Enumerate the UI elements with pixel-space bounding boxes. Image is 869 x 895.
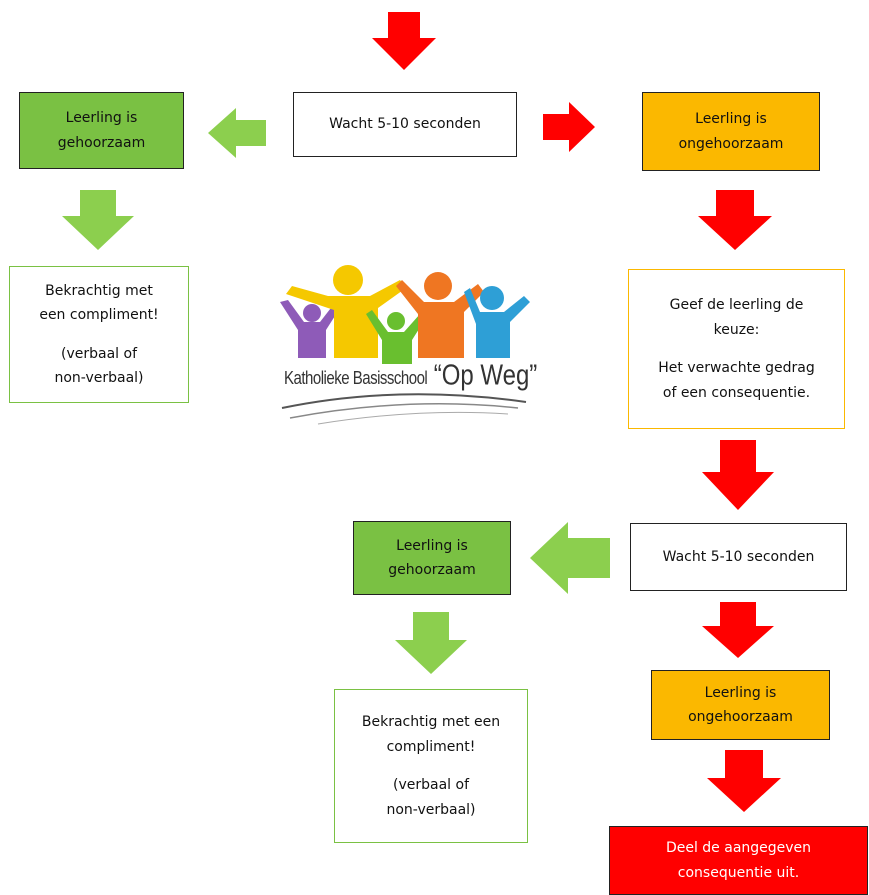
- consequence-box: Deel de aangegeven consequentie uit.: [609, 826, 868, 895]
- arrow-down-green-1: [62, 190, 134, 250]
- choice-box-option-2: of een consequentie.: [662, 384, 811, 401]
- obedient-box-2: Leerling is gehoorzaam: [353, 521, 511, 595]
- praise-box-2: Bekrachtig met een compliment! (verbaal …: [334, 689, 528, 843]
- consequence-box-line-1: Deel de aangegeven: [665, 840, 812, 856]
- wait-box-2-text: Wacht 5-10 seconden: [662, 548, 815, 565]
- praise-box-1: Bekrachtig met een compliment! (verbaal …: [9, 266, 189, 403]
- disobedient-box-1-line-1: Leerling is: [695, 111, 767, 127]
- disobedient-box-1-line-2: ongehoorzaam: [678, 135, 784, 152]
- praise-box-2-line-1: Bekrachtig met een: [361, 714, 501, 730]
- praise-box-1-line-2: een compliment!: [39, 307, 159, 323]
- arrow-left-green-2: [530, 522, 610, 594]
- logo-figures-icon: [280, 265, 530, 425]
- wait-box-1: Wacht 5-10 seconden: [293, 92, 517, 157]
- wait-box-2: Wacht 5-10 seconden: [630, 523, 847, 591]
- arrow-down-red-3: [702, 602, 774, 658]
- obedient-box-1: Leerling is gehoorzaam: [19, 92, 184, 169]
- arrow-down-red-2: [702, 440, 774, 510]
- disobedient-box-1: Leerling is ongehoorzaam: [642, 92, 820, 171]
- praise-box-2-note-2: non-verbaal): [386, 801, 476, 818]
- choice-box-option-1: Het verwachte gedrag: [658, 360, 815, 376]
- choice-box: Geef de leerling de keuze: Het verwachte…: [628, 269, 845, 429]
- wait-box-1-text: Wacht 5-10 seconden: [329, 116, 481, 133]
- praise-box-2-note-1: (verbaal of: [393, 777, 469, 793]
- arrow-down-red-4: [707, 750, 781, 812]
- praise-box-1-note-2: non-verbaal): [54, 370, 144, 386]
- disobedient-box-2-line-2: ongehoorzaam: [688, 709, 793, 725]
- choice-box-intro-1: Geef de leerling de: [669, 297, 804, 313]
- praise-box-2-line-2: compliment!: [386, 738, 476, 755]
- logo-school-label: Katholieke Basisschool “Op Weg”: [284, 359, 540, 392]
- obedient-box-2-line-2: gehoorzaam: [388, 562, 476, 578]
- obedient-box-1-line-1: Leerling is: [65, 110, 138, 126]
- arrow-left-green-1: [208, 108, 266, 158]
- school-logo: Katholieke Basisschool “Op Weg”: [278, 262, 540, 430]
- obedient-box-1-line-2: gehoorzaam: [57, 134, 146, 151]
- arrow-right-red-1: [543, 102, 595, 152]
- consequence-box-line-2: consequentie uit.: [677, 864, 800, 881]
- praise-box-1-note-1: (verbaal of: [61, 345, 137, 362]
- arrow-down-red-1: [698, 190, 772, 250]
- arrow-down-red-top: [372, 12, 436, 70]
- disobedient-box-2: Leerling is ongehoorzaam: [651, 670, 830, 740]
- obedient-box-2-line-1: Leerling is: [396, 537, 468, 554]
- disobedient-box-2-line-1: Leerling is: [704, 684, 777, 701]
- arrow-down-green-2: [395, 612, 467, 674]
- praise-box-1-line-1: Bekrachtig met: [45, 282, 153, 299]
- logo-school-prefix: Katholieke Basisschool: [284, 367, 428, 390]
- logo-school-name: “Op Weg”: [433, 359, 538, 392]
- choice-box-intro-2: keuze:: [713, 321, 760, 338]
